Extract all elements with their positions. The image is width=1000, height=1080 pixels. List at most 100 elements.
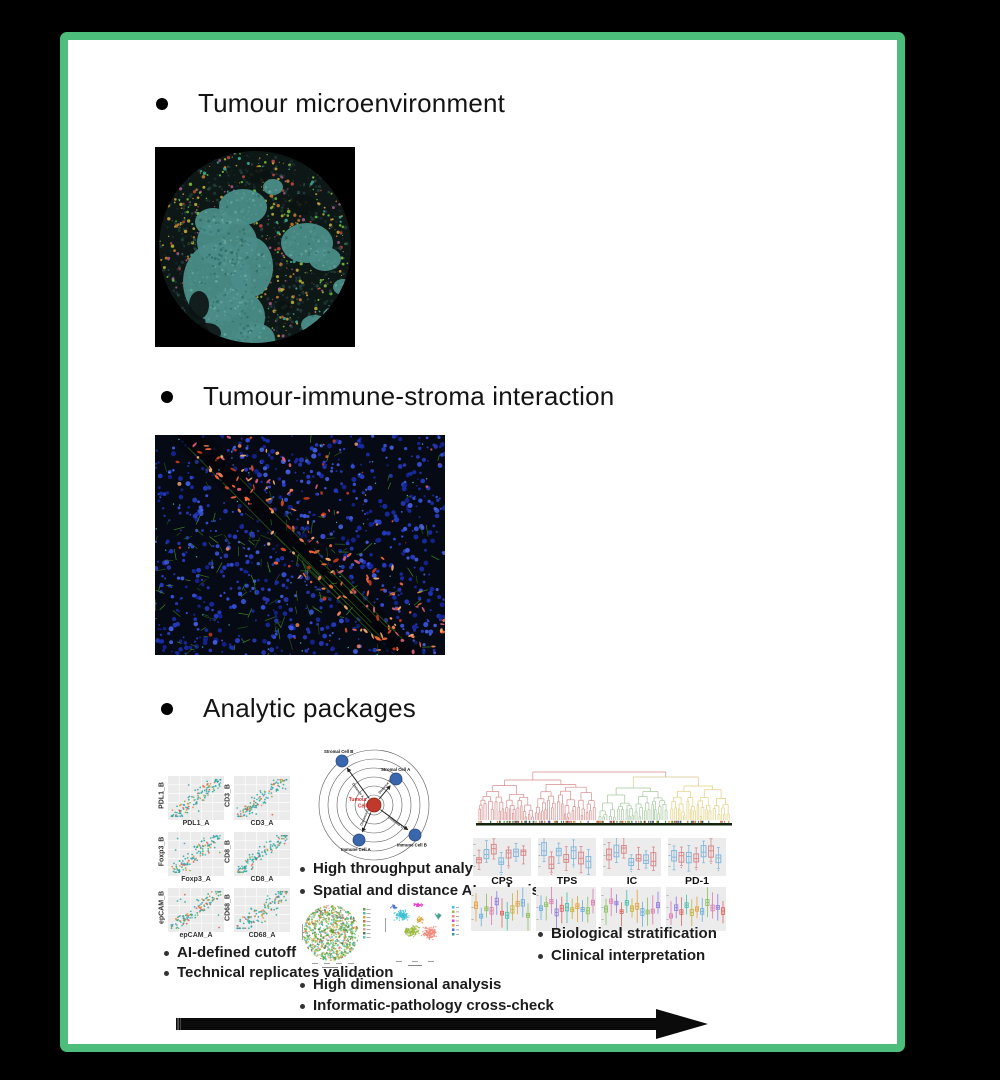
tma-core-graphic: [155, 147, 355, 347]
marker-label: IC: [626, 875, 638, 887]
cell-map-plot: [300, 900, 376, 980]
stromal-cell-b-node: [335, 754, 349, 768]
tumour-microenvironment-image: [155, 147, 355, 347]
scatter-x-label: PDL1_A: [182, 820, 210, 827]
section-title: Tumour-immune-stroma interaction: [203, 381, 615, 411]
marker-label: CPS: [491, 875, 513, 887]
spatial-distance-diagram: Distance A Distance B Distance C Distanc…: [312, 744, 438, 872]
immune-cell-a-node: [352, 833, 366, 847]
scatter-y-label: CD3_B: [224, 784, 232, 807]
timeline-arrow: [172, 1006, 712, 1044]
section-title-row: Analytic packages: [161, 693, 416, 724]
list-item: Biological stratification: [538, 925, 717, 942]
scatter-x-label: CD3_A: [250, 820, 274, 827]
node-label: Stromal Cell B: [324, 749, 353, 754]
distance-label: Distance D: [359, 808, 370, 826]
list-item-text: AI-defined cutoff: [177, 944, 297, 961]
bullet-dot: [161, 702, 173, 715]
scatter-panel: CD68_B CD68_A: [224, 888, 290, 944]
scatter-y-label: epCAM_B: [158, 890, 166, 925]
boxplot-row-1: [473, 838, 726, 876]
arrow-graphic: [176, 1009, 708, 1039]
scatter-panel: PDL1_B PDL1_A: [158, 776, 224, 832]
node-label: Stromal Cell A: [381, 767, 410, 772]
replicate-scatter-grid: PDL1_B PDL1_A CD3_B CD3_A Foxp3_B Foxp3_…: [158, 776, 290, 944]
boxplot-panel: [538, 838, 596, 876]
scatter-x-label: epCAM_A: [179, 932, 213, 939]
scatter-panel: CD8_B CD8_A: [224, 832, 290, 888]
scatter-x-label: CD68_A: [248, 932, 276, 939]
boxplot-panel: [603, 838, 661, 876]
node-label: Immune Cell B: [397, 843, 427, 848]
scatter-y-label: PDL1_B: [158, 782, 166, 809]
marker-label: TPS: [556, 875, 578, 887]
bullet-dot: [300, 1004, 305, 1009]
boxplot-panel: [601, 887, 661, 931]
scatter-plot: [168, 776, 224, 820]
boxplot-panel: [536, 887, 596, 931]
section-title-row: Tumour-immune-stroma interaction: [161, 381, 614, 412]
immunofluorescence-graphic: [150, 419, 453, 676]
list-item: High throughput analysis: [300, 860, 540, 877]
left-bullet-list: AI-defined cutoff Technical replicates v…: [164, 944, 393, 981]
scatter-y-label: CD68_B: [224, 894, 232, 921]
distance-label: Distance C: [387, 816, 404, 830]
list-item-text: High dimensional analysis: [313, 976, 502, 993]
scatter-plot: [234, 888, 290, 932]
list-item: Clinical interpretation: [538, 947, 717, 964]
marker-label: PD-1: [685, 875, 709, 887]
section-title: Analytic packages: [203, 693, 416, 723]
tumour-cell-label: Cell: [358, 804, 368, 810]
bullet-dot: [164, 951, 169, 956]
list-item-text: Biological stratification: [551, 925, 717, 942]
bullet-dot: [538, 932, 543, 937]
list-item-text: High throughput analysis: [313, 860, 494, 877]
immune-cell-b-node: [408, 828, 422, 842]
tumour-immune-stroma-image: [150, 419, 453, 676]
bullet-dot: [300, 867, 305, 872]
list-item: Technical replicates validation: [164, 964, 393, 981]
middle-bottom-bullet-list: High dimensional analysis Informatic-pat…: [300, 976, 554, 1014]
bullet-dot: [300, 889, 305, 894]
tsne-graphic: [385, 902, 459, 966]
boxplot-row-2: [471, 887, 726, 931]
section-title: Tumour microenvironment: [198, 88, 506, 118]
list-item-text: Clinical interpretation: [551, 947, 706, 964]
marker-label-row: CPS TPS IC PD-1: [473, 875, 726, 887]
scatter-y-label: Foxp3_B: [158, 836, 166, 867]
cell-map-graphic: [302, 905, 371, 968]
tsne-cluster-plot: [382, 898, 460, 970]
list-item: Informatic-pathology cross-check: [300, 997, 554, 1014]
boxplot-panel: [666, 887, 726, 931]
boxplot-panel: [471, 887, 531, 931]
node-label: Immune Cell A: [341, 847, 371, 852]
bullet-dot: [161, 390, 173, 403]
scatter-y-label: CD8_B: [224, 840, 232, 863]
tumour-cell-label: Tumour: [349, 797, 367, 803]
scatter-panel: CD3_B CD3_A: [224, 776, 290, 832]
scatter-x-label: CD8_A: [250, 876, 274, 883]
stromal-cell-a-node: [389, 772, 403, 786]
bullet-dot: [164, 971, 169, 976]
boxplot-panel: [473, 838, 531, 876]
spider-diagram-graphic: Distance A Distance B Distance C Distanc…: [318, 749, 430, 861]
scatter-plot: [168, 832, 224, 876]
list-item: High dimensional analysis: [300, 976, 554, 993]
section-title-row: Tumour microenvironment: [156, 88, 505, 119]
list-item-text: Informatic-pathology cross-check: [313, 997, 554, 1014]
tumour-cell-node: [366, 797, 382, 813]
scatter-plot: [234, 832, 290, 876]
scatter-panel: Foxp3_B Foxp3_A: [158, 832, 224, 888]
bullet-dot: [156, 97, 168, 110]
boxplot-panel: [668, 838, 726, 876]
scatter-plot: [168, 888, 224, 932]
clustering-dendrogram: [476, 768, 732, 834]
dendrogram-graphic: [476, 771, 732, 826]
list-item-text: Technical replicates validation: [177, 964, 394, 981]
scatter-x-label: Foxp3_A: [181, 876, 211, 883]
right-bullet-list: Biological stratification Clinical inter…: [538, 925, 717, 964]
list-item: AI-defined cutoff: [164, 944, 393, 961]
scatter-plot: [234, 776, 290, 820]
slide: Tumour microenvironment Tumour-immune-st…: [60, 32, 905, 1052]
bullet-dot: [300, 983, 305, 988]
